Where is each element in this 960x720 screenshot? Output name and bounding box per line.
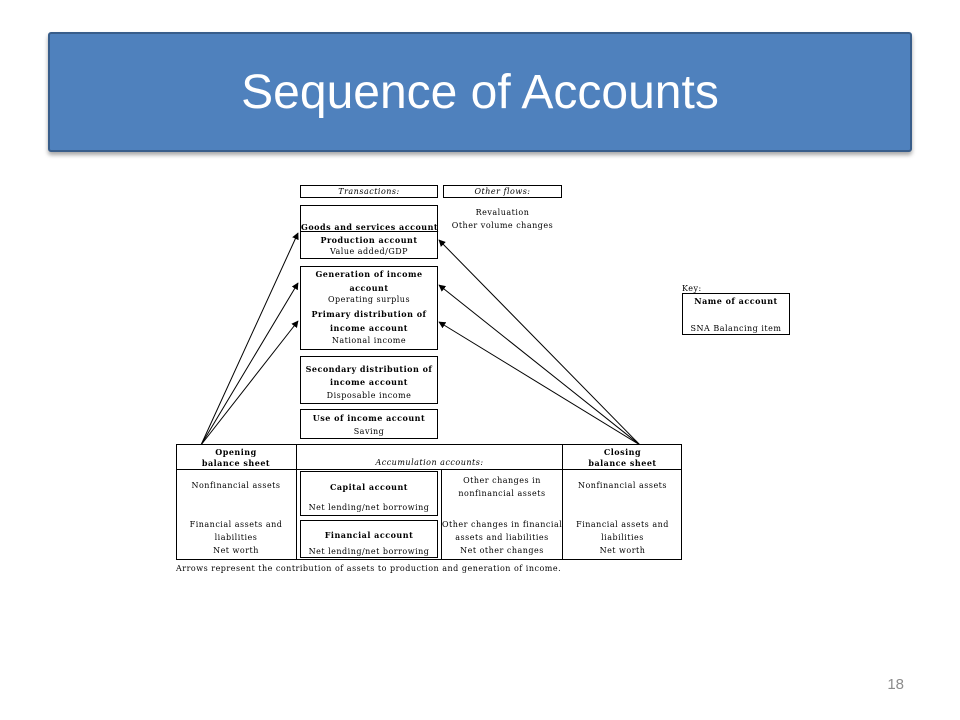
production-account: Production account [320,235,418,245]
use-of-income-account: Use of income account [312,413,426,423]
arrow-opening-to-generation [200,282,299,446]
title-bar: Sequence of Accounts [48,32,912,152]
other-nonfin-line2: nonfinancial assets [458,489,546,498]
arrow-closing-to-generation [438,284,641,446]
opening-net-worth: Net worth [213,546,259,555]
secondary-distribution-box: Secondary distribution of income account… [300,356,438,404]
saving: Saving [353,427,385,436]
footnote: Arrows represent the contribution of ass… [176,564,562,573]
other-fin-line2: assets and liabilities [455,533,549,542]
closing-financial-line2: liabilities [601,533,644,542]
closing-title-line2: balance sheet [588,458,657,468]
slide-number: 18 [887,676,904,693]
arrow-opening-to-primary [200,320,299,446]
arrow-closing-to-production [438,239,641,446]
use-of-income-box: Use of income account Saving [300,409,438,439]
opening-title-line1: Opening [215,447,257,457]
other-fin-line1: Other changes in financial [442,520,563,529]
arrow-closing-to-primary [438,321,641,446]
financial-account: Financial account [324,530,414,540]
closing-nonfinancial: Nonfinancial assets [577,481,667,490]
secondary-line2: income account [330,377,408,387]
goods-services-account: Goods and services account [301,222,439,232]
arrow-opening-to-production [200,232,299,446]
opening-financial-line1: Financial assets and [189,520,283,529]
other-flows-header: Other flows: [443,185,562,198]
secondary-line1: Secondary distribution of [305,364,433,374]
transactions-label: Transactions: [338,187,400,196]
divider [296,444,297,560]
net-other-changes: Net other changes [460,546,544,555]
accumulation-title: Accumulation accounts: [375,458,484,467]
divider [176,469,682,470]
revaluation-text: Revaluation [475,208,530,217]
national-income: National income [331,336,407,345]
income-generation-box: Generation of income account Operating s… [300,266,438,350]
divider [562,444,563,560]
capital-account-box: Capital account Net lending/net borrowin… [300,471,438,516]
closing-net-worth: Net worth [599,546,646,555]
transactions-header: Transactions: [300,185,438,198]
opening-nonfinancial: Nonfinancial assets [191,481,281,490]
opening-title-line2: balance sheet [201,458,271,468]
disposable-income: Disposable income [326,391,412,400]
key-name-of-account: Name of account [694,296,778,306]
generation-line2: account [349,283,389,293]
closing-financial-line1: Financial assets and [576,520,669,529]
capital-account: Capital account [330,482,408,492]
capital-net-lending: Net lending/net borrowing [308,503,430,512]
slide-title: Sequence of Accounts [241,65,719,119]
divider [441,469,442,560]
key-balancing-item: SNA Balancing item [690,324,782,333]
opening-financial-line2: liabilities [214,533,258,542]
financial-account-box: Financial account Net lending/net borrow… [300,520,438,558]
key-label: Key: [682,284,702,293]
generation-line1: Generation of income [315,269,423,279]
production-box: Goods and services account Production ac… [300,205,438,259]
key-box: Name of account SNA Balancing item [682,293,790,335]
other-flows-label: Other flows: [474,187,531,196]
closing-title-line1: Closing [603,447,642,457]
other-nonfin-line1: Other changes in [463,476,541,485]
operating-surplus: Operating surplus [327,295,411,304]
primary-line1: Primary distribution of [311,309,427,319]
other-volume-changes-text: Other volume changes [451,221,554,230]
financial-net-lending: Net lending/net borrowing [308,547,430,556]
primary-line2: income account [330,323,408,333]
value-added-gdp: Value added/GDP [329,247,409,256]
